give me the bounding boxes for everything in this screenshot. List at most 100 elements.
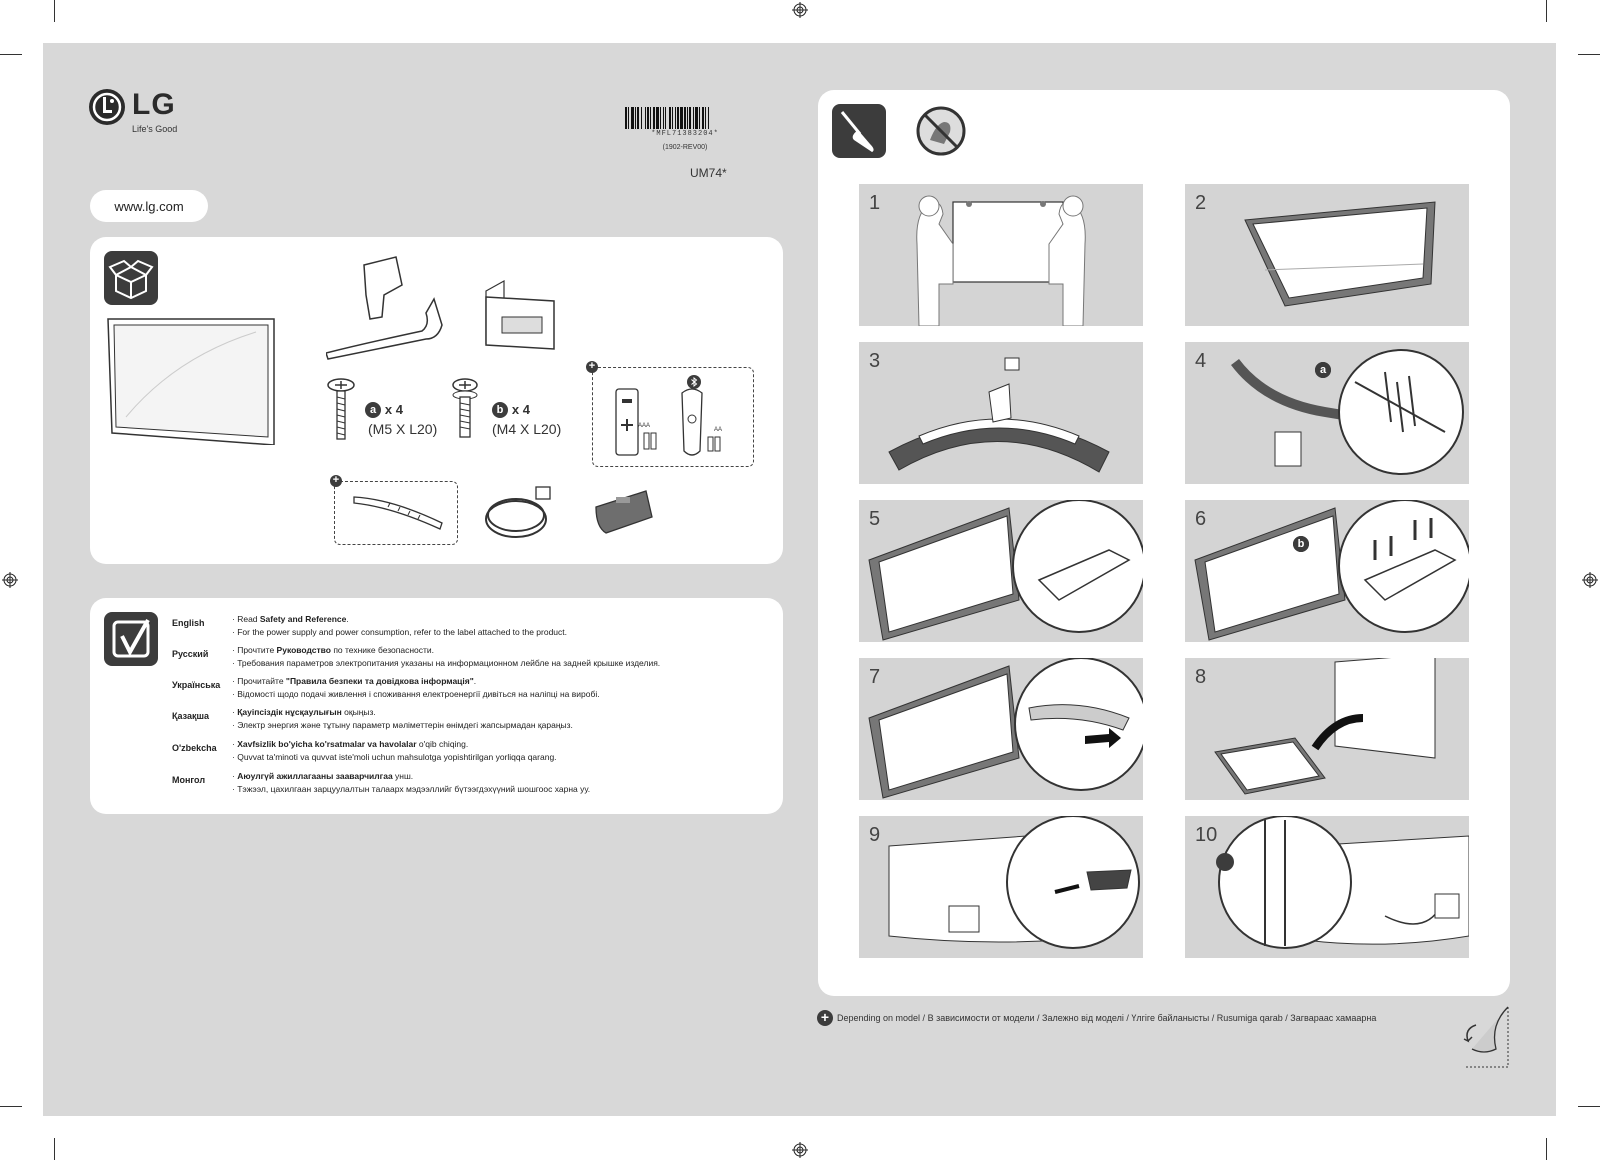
language-power-note: · Требования параметров электропитания у… [232,658,661,668]
tv-illustration [107,318,275,445]
power-cord-illustration [485,486,551,538]
screw-b-label: b x 4 [492,401,530,419]
step-illustration [888,357,1110,473]
barcode-bar [637,107,639,129]
instruction-bold-text: Қауіпсіздік нұсқаулығын [237,707,342,717]
power-note-text: Quvvat ta'minoti va quvvat iste'moli uch… [237,752,557,762]
instruction-text: унш. [392,771,414,781]
power-note-text: For the power supply and power consumpti… [237,627,568,637]
barcode-bar [631,107,634,129]
step-number: 6 [1195,508,1207,530]
battery-aaa-label: AAA [638,423,651,429]
parts-panel: a x 4 (M5 X L20) b x 4 (M4 X L20) + AAA … [90,237,783,564]
assembly-step-2: 2 [1185,184,1469,326]
step-illustration [1216,816,1469,949]
instruction-bold-text: Xavfsizlik bo'yicha ko'rsatmalar va havo… [237,739,417,749]
power-note-text: Відомості щодо подачі живлення і спожива… [237,689,600,699]
step-illustration [1214,658,1436,795]
assembly-step-9: 9 [859,816,1143,958]
barcode-bar [672,107,673,129]
power-note-text: Тэжээл, цахилгаан зарцуулалтын талаарх м… [237,784,591,794]
language-instruction: · Аюулгүй ажиллагааны зааварчилгаа унш. [232,771,414,781]
manual-illustration [485,279,555,350]
barcode-bar [708,107,709,129]
barcode-bar [653,107,655,129]
website-url: www.lg.com [90,190,208,222]
instruction-bold-text: Safety and Reference [259,614,347,624]
step-illustration [888,816,1140,949]
crop-mark [1578,1106,1600,1107]
crop-mark [54,0,55,22]
brand-tagline: Life's Good [132,124,178,134]
instruction-bold-text: "Правила безпеки та довідкова інформація… [285,676,474,686]
barcode-bar [702,107,704,129]
barcode-bar [650,107,651,129]
barcode-bar [669,107,671,129]
barcode-bar [699,107,700,129]
barcode-bar [684,107,686,129]
step-illustration [1194,500,1469,641]
step-number: 7 [869,666,881,688]
assembly-step-1: 1 [859,184,1143,326]
barcode-bar [663,107,664,129]
plus-icon: + [817,1010,833,1026]
instruction-text: o'qib chiqing. [416,739,469,749]
barcode-bar [628,107,629,129]
assembly-step-7: 7 [859,658,1143,800]
language-instruction: · Read Safety and Reference. [232,614,349,624]
barcode-bar [689,107,691,129]
crop-mark [0,1106,22,1107]
registration-mark-icon [1582,572,1598,588]
lg-logo-icon [89,89,125,125]
crop-mark [54,1138,55,1160]
barcode-text: *MFL71383204* [651,130,719,138]
language-name: Монгол [172,775,206,785]
power-note-text: Электр энергия және тұтыну параметр мәлі… [237,720,573,730]
language-power-note: · Электр энергия және тұтыну параметр мә… [232,720,573,730]
barcode-bar [635,107,636,129]
screwdriver-icon [832,104,886,158]
brand-name: LG [132,88,176,121]
step-number: 10 [1195,824,1218,846]
barcode-bar [656,107,659,129]
step-number: 4 [1195,350,1207,372]
barcode-bar [687,107,688,129]
step6-screw-badge: b [1293,536,1309,552]
battery-aa-label: AA [714,427,723,433]
language-power-note: · Quvvat ta'minoti va quvvat iste'moli u… [232,752,557,762]
barcode [625,107,709,129]
plus-icon: + [586,361,598,373]
barcode-bar [641,107,642,129]
barcode-bar [680,107,683,129]
step-number: 9 [869,824,881,846]
step-illustration [1244,201,1436,307]
step-number: 3 [869,350,881,372]
language-instruction: · Прочитайте "Правила безпеки та довідко… [232,676,477,686]
no-hand-touch-icon [916,106,966,156]
step-illustration [916,195,1086,326]
assembly-step-10: 10 [1185,816,1469,958]
barcode-bar [660,107,661,129]
language-instruction: · Xavfsizlik bo'yicha ko'rsatmalar va ha… [232,739,469,749]
bluetooth-icon [687,375,701,389]
barcode-bar [675,107,676,129]
step4-screw-badge: a [1315,362,1331,378]
barcode-bar [677,107,679,129]
step-number: 1 [869,192,881,214]
language-power-note: · Тэжээл, цахилгаан зарцуулалтын талаарх… [232,784,591,794]
screw-b-badge: b [492,402,508,419]
language-name: Қазақша [172,711,209,721]
box-unpack-icon [104,251,158,305]
instruction-text: . [473,676,477,686]
assembly-step-3: 3 [859,342,1143,484]
instruction-text: по технике безопасности. [330,645,435,655]
assembly-step-8: 8 [1185,658,1469,800]
language-instruction: · Прочтите Руководство по технике безопа… [232,645,435,655]
step-illustration [868,658,1143,799]
registration-mark-icon [792,2,808,18]
language-power-note: · For the power supply and power consump… [232,627,568,637]
screw-b-size: (M4 X L20) [492,421,562,437]
barcode-bar [695,107,698,129]
language-name: Українська [172,680,221,690]
stand-illustration [326,256,443,360]
